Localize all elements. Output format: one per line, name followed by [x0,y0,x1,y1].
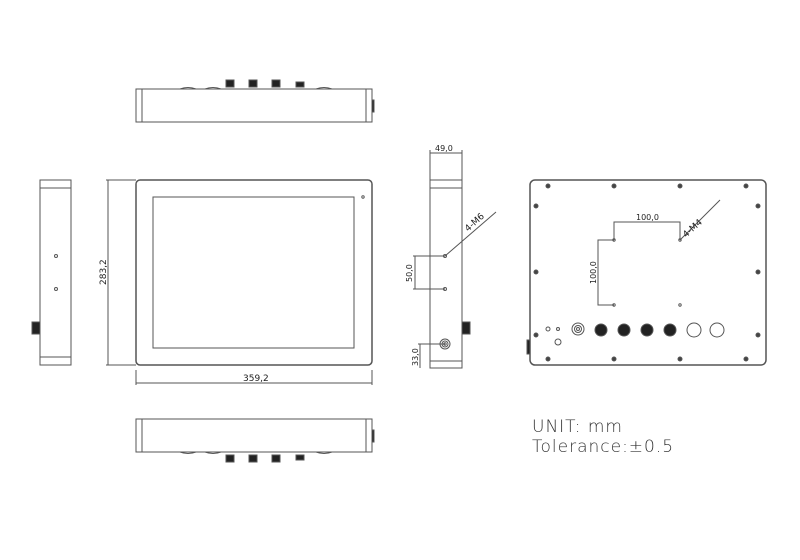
tolerance-note: Tolerance:±0.5 [532,437,675,457]
top-view [135,79,375,123]
bottom-view [135,418,375,463]
back-view [526,179,767,366]
unit-note: UNIT: mm [532,417,623,437]
dim-width: 359,2 [243,374,269,384]
front-view [106,179,373,385]
dim-vesa-h: 100,0 [636,213,659,222]
dim-vesa-side: 50,0 [405,264,414,282]
dim-height: 283,2 [99,259,109,285]
callout-m4: 4-M4 [681,218,705,241]
dim-bottom-offset: 33,0 [411,348,420,366]
right-side-view [413,150,497,369]
left-side-view [31,179,72,366]
dim-depth: 49,0 [435,144,453,153]
dim-vesa-v: 100,0 [589,261,598,284]
